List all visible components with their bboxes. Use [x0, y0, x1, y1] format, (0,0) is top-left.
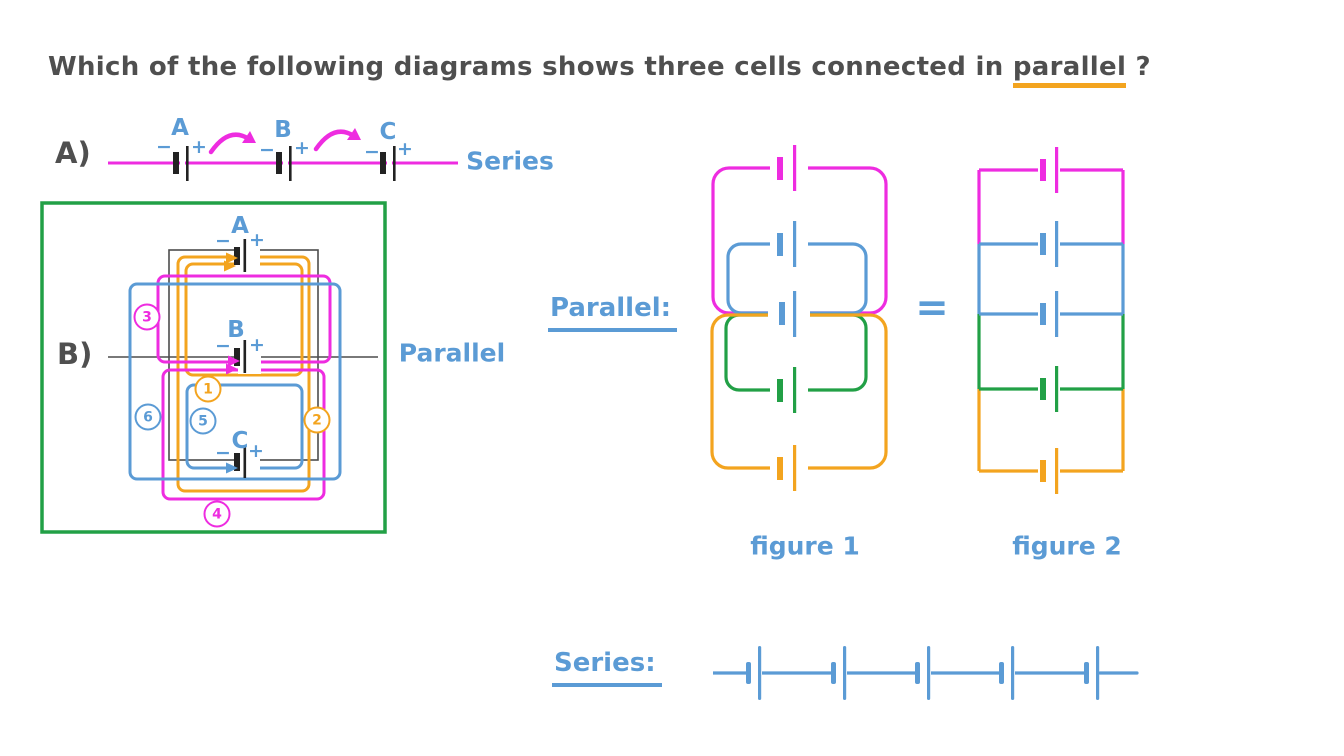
option-b-cell-a-minus: −	[215, 230, 231, 252]
loop-badge-5: 5	[189, 407, 217, 435]
option-b-label: B)	[57, 337, 93, 371]
option-a-cell-c-minus: −	[364, 141, 380, 163]
option-a-cell-a-minus: −	[156, 136, 172, 158]
option-a-cell-b-minus: −	[259, 139, 275, 161]
loop-badge-1: 1	[194, 375, 222, 403]
blue-arrow-icon	[226, 462, 238, 474]
cell-symbol-magenta	[777, 145, 797, 191]
cell-symbol-c	[380, 146, 396, 181]
cell-symbol-green	[777, 367, 797, 413]
figure-2-caption: figure 2	[1012, 531, 1122, 561]
cell-symbol-blue-upper	[777, 221, 797, 267]
magenta-arrow-icons	[226, 355, 240, 375]
equals-sign: =	[915, 285, 949, 331]
orange-arrow-icons	[224, 252, 238, 272]
option-a-type-label: Series	[466, 146, 554, 176]
option-a-cell-a-plus: +	[191, 136, 207, 158]
series-cells	[746, 646, 1100, 700]
loop-badge-4: 4	[203, 500, 231, 528]
curved-arrow-b-to-c-icon	[313, 128, 361, 152]
cell-symbol-a	[234, 239, 247, 272]
option-b-circuit	[40, 201, 387, 534]
option-b-cell-b-minus: −	[215, 335, 231, 357]
cell-symbol-orange	[777, 445, 797, 491]
cell-symbol-blue-middle	[779, 291, 797, 337]
option-a-label: A)	[55, 136, 91, 170]
series-chain-diagram	[713, 646, 1139, 700]
option-a-cell-c-name: C	[379, 119, 397, 145]
rung-orange	[979, 448, 1123, 494]
option-b-cell-a-plus: +	[249, 229, 265, 251]
rung-green	[979, 366, 1123, 412]
option-b-type-label: Parallel	[398, 338, 506, 368]
option-b-green-frame	[40, 201, 387, 534]
question-suffix: ?	[1126, 52, 1151, 82]
figure-1-caption: figure 1	[750, 531, 860, 561]
question-prefix: Which of the following diagrams shows th…	[48, 52, 1004, 82]
loop-badge-6: 6	[134, 403, 162, 431]
figure-2-diagram	[977, 147, 1125, 494]
option-a-cell-c-plus: +	[397, 138, 413, 160]
question-title: Which of the following diagrams shows th…	[48, 52, 1151, 88]
option-b-cell-b-plus: +	[249, 334, 265, 356]
cell-symbol-c	[234, 445, 247, 478]
option-b-cell-c-name: C	[231, 428, 249, 454]
rung-magenta	[979, 147, 1123, 193]
series-heading: Series:	[552, 648, 662, 687]
option-a-circuit	[108, 128, 458, 181]
option-b-cell-c-plus: +	[248, 440, 264, 462]
loop-badge-3: 3	[133, 303, 161, 331]
figure-1-diagram	[710, 145, 888, 491]
curved-arrow-a-to-b-icon	[208, 131, 256, 155]
option-a-cell-a-name: A	[171, 115, 189, 141]
option-b-cell-b-name: B	[227, 317, 245, 343]
option-b-cell-c-minus: −	[215, 442, 231, 464]
rung-blue-1	[979, 221, 1123, 267]
cell-symbol-b	[276, 146, 292, 181]
question-highlighted-word: parallel	[1012, 52, 1127, 88]
cell-symbol-a	[173, 146, 189, 181]
loop-badge-2: 2	[303, 406, 331, 434]
rung-blue-2	[979, 291, 1123, 337]
option-a-cell-b-plus: +	[294, 137, 310, 159]
option-b-cell-a-name: A	[231, 213, 249, 239]
cell-symbol-b	[234, 340, 247, 373]
parallel-heading: Parallel:	[548, 293, 678, 332]
option-a-cell-b-name: B	[274, 117, 292, 143]
